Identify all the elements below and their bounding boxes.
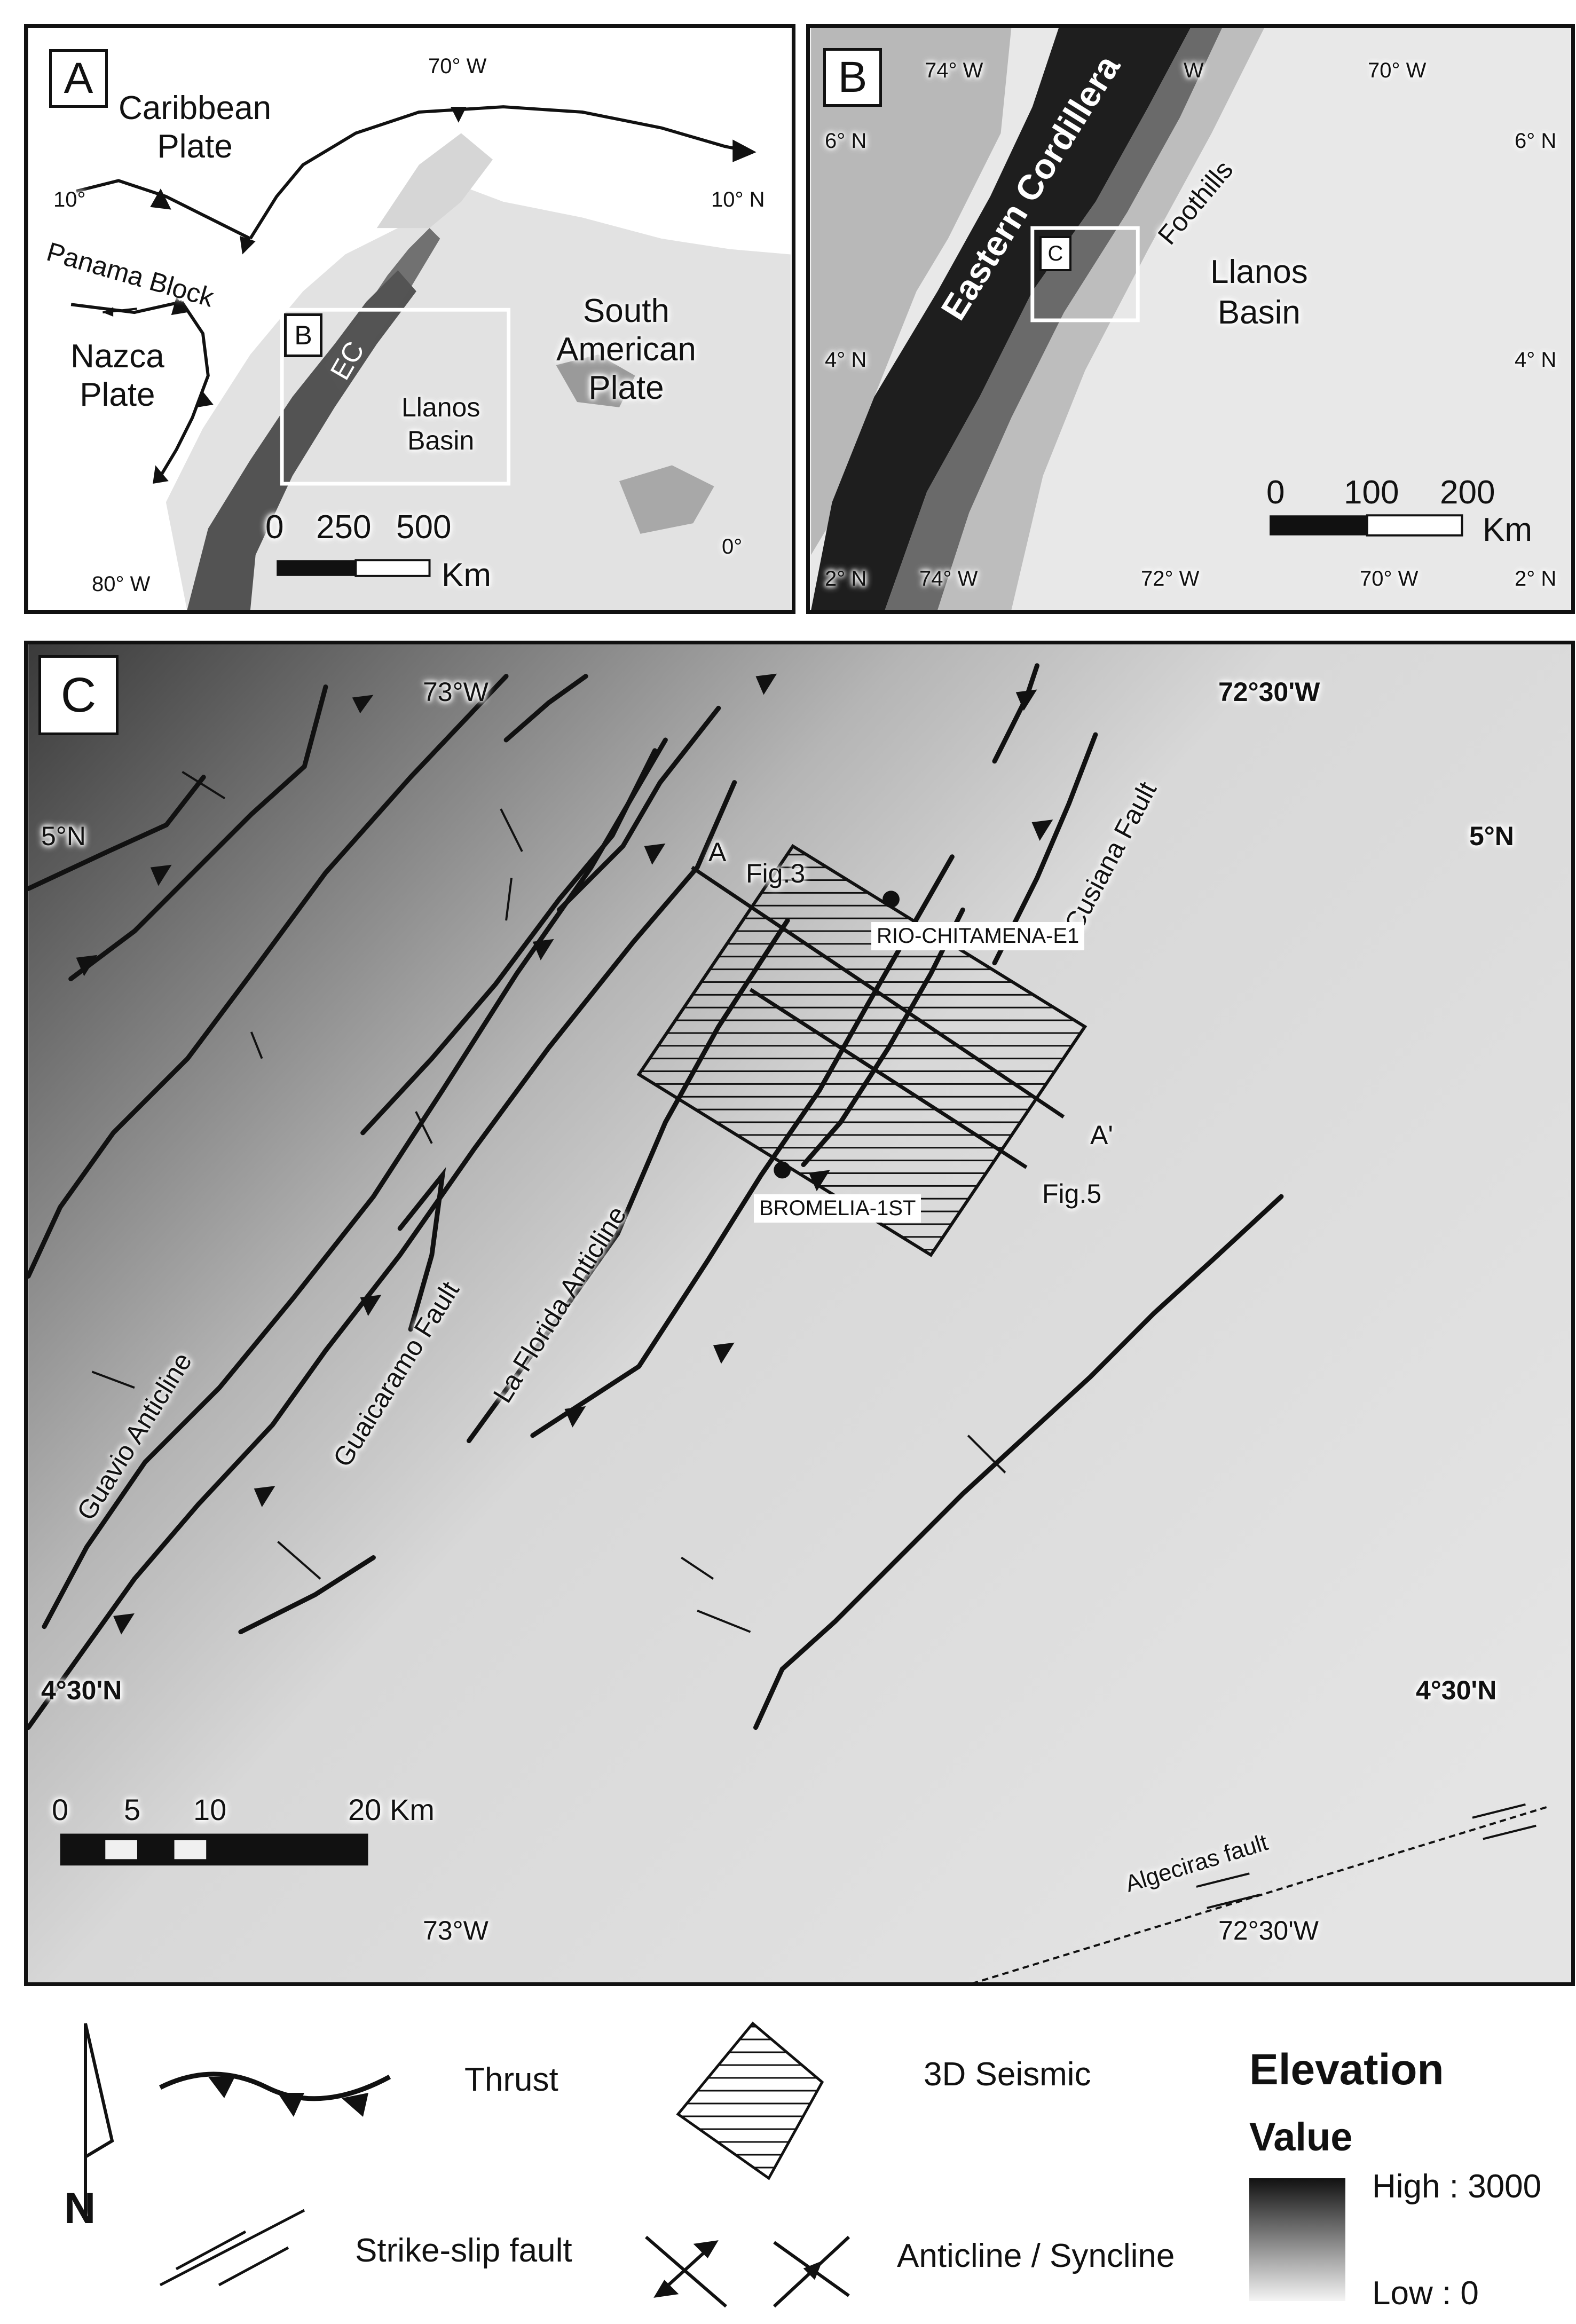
panel-b-regional-map: B Eastern Cordillera Foothills Llanos Ba… [806,24,1575,614]
c-top-7230w: 72°30'W [1218,677,1320,707]
legend-elevation-sub: Value [1249,2115,1353,2159]
north-label: N [64,2184,96,2233]
b-bottom-74w: 74° W [919,567,978,590]
scale-b-tick-100: 100 [1344,474,1399,511]
llanos-basin-label-b: Llanos Basin [1210,254,1308,331]
panel-c-scale-bar [60,1833,368,1866]
section-fig5-line [749,988,1028,1169]
scale-b-tick-0: 0 [1266,474,1285,511]
panel-b-map-graphic [811,28,1570,610]
lon-70w-label: 70° W [428,54,487,78]
section-a-label: A [708,837,727,867]
elevation-ramp [1249,2178,1345,2301]
north-arrow-icon [84,2023,114,2221]
b-top-72w: W [1184,59,1204,82]
thrust-symbol-icon [159,2071,391,2117]
anticline-symbol-icon [645,2235,727,2308]
b-top-74w: 74° W [925,59,983,82]
c-right-430n: 4°30'N [1416,1675,1497,1705]
b-right-2n: 2° N [1515,567,1557,590]
caribbean-plate-label: Caribbean Plate [119,90,272,165]
rio-chitamena-label: RIO-CHITAMENA-E1 [871,922,1085,950]
south-american-plate-label: South American Plate [556,293,696,406]
legend-strike-slip-label: Strike-slip fault [355,2232,572,2269]
legend-high-label: High : 3000 [1372,2168,1542,2205]
scale-a-unit: Km [442,557,491,594]
panel-b-tag: B [823,48,882,107]
c-bottom-7230w: 72°30'W [1218,1916,1319,1945]
scale-b-unit: Km [1483,511,1532,548]
bromelia-well [774,1161,791,1179]
c-right-5n: 5°N [1469,821,1514,851]
legend-thrust-label: Thrust [464,2061,558,2098]
b-left-2n: 2° N [825,567,867,590]
legend-seismic-label: 3D Seismic [924,2056,1091,2093]
c-bottom-73w: 73°W [423,1916,488,1945]
c-top-73w: 73°W [423,677,488,707]
scale-a-tick-0: 0 [265,509,284,546]
bromelia-label: BROMELIA-1ST [754,1194,921,1223]
section-a-prime-label: A' [1090,1120,1113,1150]
panel-c-map-graphic [28,644,1571,1982]
lat-10n-left-label: 10° [53,188,86,211]
section-a-line [691,865,1065,1118]
b-right-4n: 4° N [1515,348,1557,372]
b-left-4n: 4° N [825,348,867,372]
seismic-symbol-icon [676,2021,824,2180]
legend-elevation-title: Elevation [1249,2045,1444,2094]
panel-a-tag: A [49,49,108,108]
scale-c-tick-0: 0 [52,1793,69,1826]
scale-b-tick-200: 200 [1440,474,1495,511]
lat-10n-right-label: 10° N [711,188,765,211]
legend-low-label: Low : 0 [1372,2275,1479,2312]
fig3-label: Fig.3 [746,858,806,888]
panel-c-tag: C [38,655,119,735]
panel-c-detail-map: C 73°W 72°30'W 73°W 72°30'W 5°N 5°N 4°30… [24,641,1575,1986]
legend-graphics [84,2021,1345,2308]
panel-c-inset-tag: C [1039,236,1071,271]
panel-a-regional-map: A Caribbean Plate Panama Block Nazca Pla… [24,24,795,614]
scale-c-tick-10: 10 [193,1793,227,1826]
fold-markers [91,770,1006,1633]
seismic-survey-area [636,844,1088,1257]
lon-80w-label: 80° W [92,572,151,596]
nazca-plate-label: Nazca Plate [70,338,164,413]
b-right-6n: 6° N [1515,129,1557,153]
legend: N Thrust 3D Seismic Strike-slip fault An… [0,2007,1576,2324]
panel-b-inset-tag: B [284,313,322,357]
lat-0-label: 0° [722,535,743,558]
fig5-label: Fig.5 [1042,1179,1102,1209]
c-left-430n: 4°30'N [41,1675,122,1705]
b-bottom-72w: 72° W [1141,567,1200,590]
strike-slip-symbol-icon [159,2209,305,2287]
syncline-symbol-icon [773,2235,850,2308]
llanos-basin-label-a: Llanos Basin [401,392,480,455]
scale-c-tick-20: 20 Km [348,1793,435,1826]
strike-slip-arrows [1196,1803,1536,1909]
panel-a-map-graphic [29,28,791,610]
b-top-70w: 70° W [1368,59,1427,82]
b-left-6n: 6° N [825,129,867,153]
scale-c-tick-5: 5 [124,1793,141,1826]
rio-chitamena-well [882,891,900,908]
scale-a-tick-250: 250 [316,509,372,546]
b-bottom-70w: 70° W [1360,567,1419,590]
scale-a-tick-500: 500 [396,509,452,546]
legend-anticline-syncline-label: Anticline / Syncline [897,2238,1175,2274]
c-left-5n: 5°N [41,821,86,851]
